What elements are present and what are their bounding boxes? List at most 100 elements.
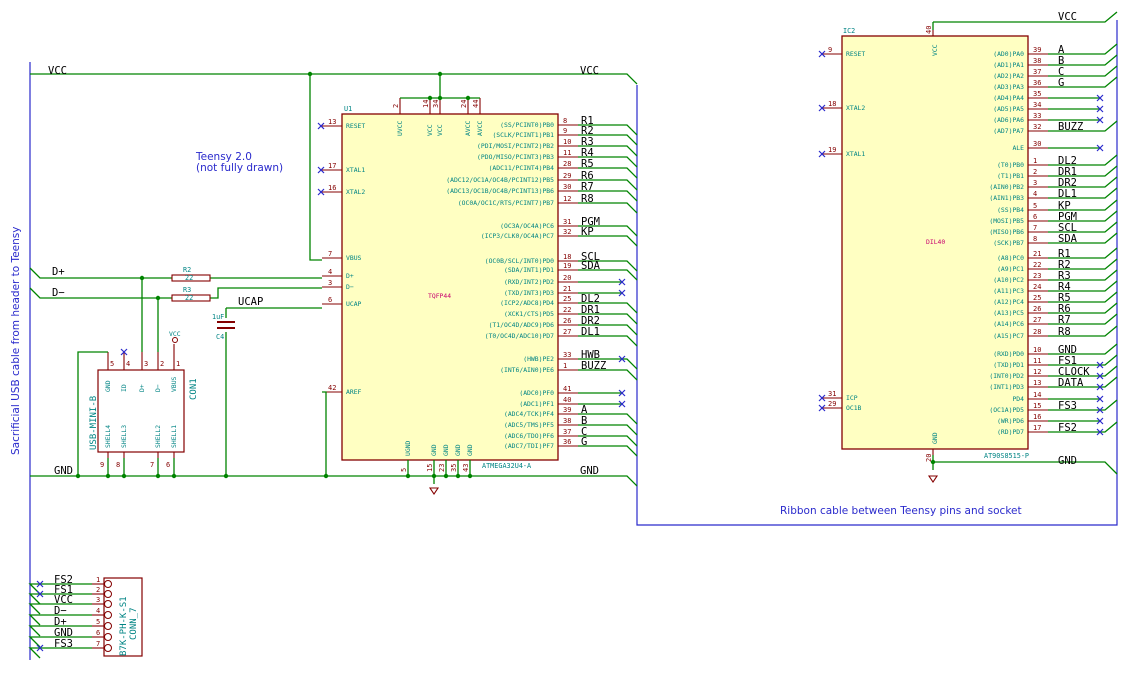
net-label-dr1: DR1 bbox=[581, 304, 600, 316]
no-connect-mark bbox=[1096, 383, 1104, 391]
c4-ref: C4 bbox=[216, 333, 224, 341]
net-wire-dl2 bbox=[1048, 154, 1118, 166]
ic2-pin-number: 28 bbox=[1033, 328, 1041, 336]
net-label-r7: R7 bbox=[581, 181, 594, 193]
conn7-pin-circle bbox=[104, 633, 112, 641]
u1-pin-number: 43 bbox=[462, 464, 470, 472]
ic2-pin-name: (A13)PC5 bbox=[993, 309, 1024, 317]
ic2-pin-number: 9 bbox=[828, 46, 832, 54]
ic2-pin-name: (AD3)PA3 bbox=[993, 83, 1024, 91]
u1-pin-name: GND bbox=[466, 444, 474, 456]
con1-pin-name: ID bbox=[120, 384, 128, 392]
ic2-pin-number: 32 bbox=[1033, 123, 1041, 131]
ic2-pin-number: 23 bbox=[1033, 272, 1041, 280]
ribbon-bus-lines bbox=[29, 20, 1118, 660]
net-wire-b bbox=[1048, 54, 1118, 66]
net-wire-r2 bbox=[578, 134, 638, 146]
u1-pin-name: UVCC bbox=[396, 120, 404, 136]
net-wire-fs1 bbox=[1048, 354, 1118, 366]
ic2-pin-number: 34 bbox=[1033, 101, 1041, 109]
ic2-pin-name: (AIN0)PB2 bbox=[989, 183, 1024, 191]
net-label-pgm: PGM bbox=[581, 216, 600, 228]
net-wire-c bbox=[1048, 65, 1118, 77]
no-connect-mark bbox=[1096, 144, 1104, 152]
ic2-pin-number: 26 bbox=[1033, 305, 1041, 313]
ic2-pin-name: (AD6)PA6 bbox=[993, 116, 1024, 124]
net-label-a: A bbox=[1058, 44, 1065, 56]
u1-pin-number: 36 bbox=[563, 438, 571, 446]
c4-value: 1uF bbox=[212, 313, 224, 321]
u1-pin-number: 12 bbox=[563, 195, 571, 203]
no-connect-mark bbox=[618, 400, 626, 408]
u1-pin-name: UCAP bbox=[346, 300, 362, 308]
net-wire-kp bbox=[578, 235, 638, 247]
conn7-pin-number: 1 bbox=[96, 576, 100, 584]
note-teensy-line2: (not fully drawn) bbox=[196, 162, 283, 174]
ic2-pin-number: 27 bbox=[1033, 316, 1041, 324]
u1-pin-number: 26 bbox=[563, 317, 571, 325]
ic2-pin-number: 10 bbox=[1033, 346, 1041, 354]
net-wire-g bbox=[1048, 76, 1118, 88]
ic2-pin-name: (AD1)PA1 bbox=[993, 61, 1024, 69]
u1-pin-name: AVCC bbox=[476, 120, 484, 136]
net-label-r4: R4 bbox=[581, 147, 594, 159]
u1-pin-number: 9 bbox=[563, 127, 567, 135]
no-connect-mark bbox=[618, 289, 626, 297]
ic2-pin-name: (AD2)PA2 bbox=[993, 72, 1024, 80]
u1-pin-name: UGND bbox=[404, 440, 412, 456]
u1-pin-name: D+ bbox=[346, 272, 354, 280]
r2-value: 22 bbox=[185, 274, 193, 282]
conn7-pin-circle bbox=[104, 644, 112, 652]
u1-pin-number: 28 bbox=[563, 160, 571, 168]
note-ribbon-cable: Ribbon cable between Teensy pins and soc… bbox=[780, 505, 1022, 517]
no-connect-mark bbox=[36, 590, 44, 598]
net-wire-b bbox=[578, 424, 638, 436]
u1-pin-number: 31 bbox=[563, 218, 571, 226]
u1-pin-name: (ADC6/TDO)PF6 bbox=[504, 432, 554, 440]
ic2-pin-number: 22 bbox=[1033, 261, 1041, 269]
u1-pin-number: 7 bbox=[328, 250, 332, 258]
net-label-fs2: FS2 bbox=[1058, 422, 1077, 434]
ic2-pin-name: (A8)PC0 bbox=[997, 254, 1024, 262]
u1-pin-number: 39 bbox=[563, 406, 571, 414]
net-wire-g bbox=[578, 445, 638, 457]
u1-pin-number: 23 bbox=[438, 464, 446, 472]
conn7-pin-label: VCC bbox=[54, 594, 73, 606]
conn7-pin-number: 3 bbox=[96, 596, 100, 604]
ic2-pin-name: PD4 bbox=[1012, 395, 1024, 403]
u1-pin-number: 40 bbox=[563, 396, 571, 404]
net-wire-fs2 bbox=[1048, 421, 1118, 433]
ic2-pin-name: (AD7)PA7 bbox=[993, 127, 1024, 135]
no-connect-mark bbox=[1096, 395, 1104, 403]
ic2-pin-number: 6 bbox=[1033, 213, 1037, 221]
ic2-pin-name: (AD5)PA5 bbox=[993, 105, 1024, 113]
ground-symbol-u1 bbox=[428, 487, 440, 495]
u1-pin-name: (OC0B/SCL/INT0)PD0 bbox=[485, 257, 554, 265]
u1-pin-number: 22 bbox=[563, 306, 571, 314]
net-wire-sda bbox=[1048, 232, 1118, 244]
no-connect-mark bbox=[317, 188, 325, 196]
note-sacrificial-usb: Sacrificial USB cable from header to Tee… bbox=[10, 227, 22, 455]
net-label-r2: R2 bbox=[581, 125, 594, 137]
net-wire-r8 bbox=[1048, 325, 1118, 337]
net-wire-r5 bbox=[1048, 291, 1118, 303]
u1-pin-number: 35 bbox=[450, 464, 458, 472]
u1-gnd-wiring bbox=[405, 460, 473, 495]
u1-pin-name: XTAL1 bbox=[346, 166, 365, 174]
no-connect-mark bbox=[1096, 417, 1104, 425]
r3-value: 22 bbox=[185, 294, 193, 302]
no-connect-mark bbox=[36, 580, 44, 588]
u1-pin-name: VBUS bbox=[346, 254, 362, 262]
net-wire-c bbox=[578, 435, 638, 447]
conn7-wire bbox=[28, 625, 92, 637]
u1-pin-number: 27 bbox=[563, 328, 571, 336]
net-label-r8: R8 bbox=[581, 193, 594, 205]
ic2-pin-number: 3 bbox=[1033, 179, 1037, 187]
net-wire-pgm bbox=[578, 225, 638, 237]
net-wire-r6 bbox=[1048, 302, 1118, 314]
